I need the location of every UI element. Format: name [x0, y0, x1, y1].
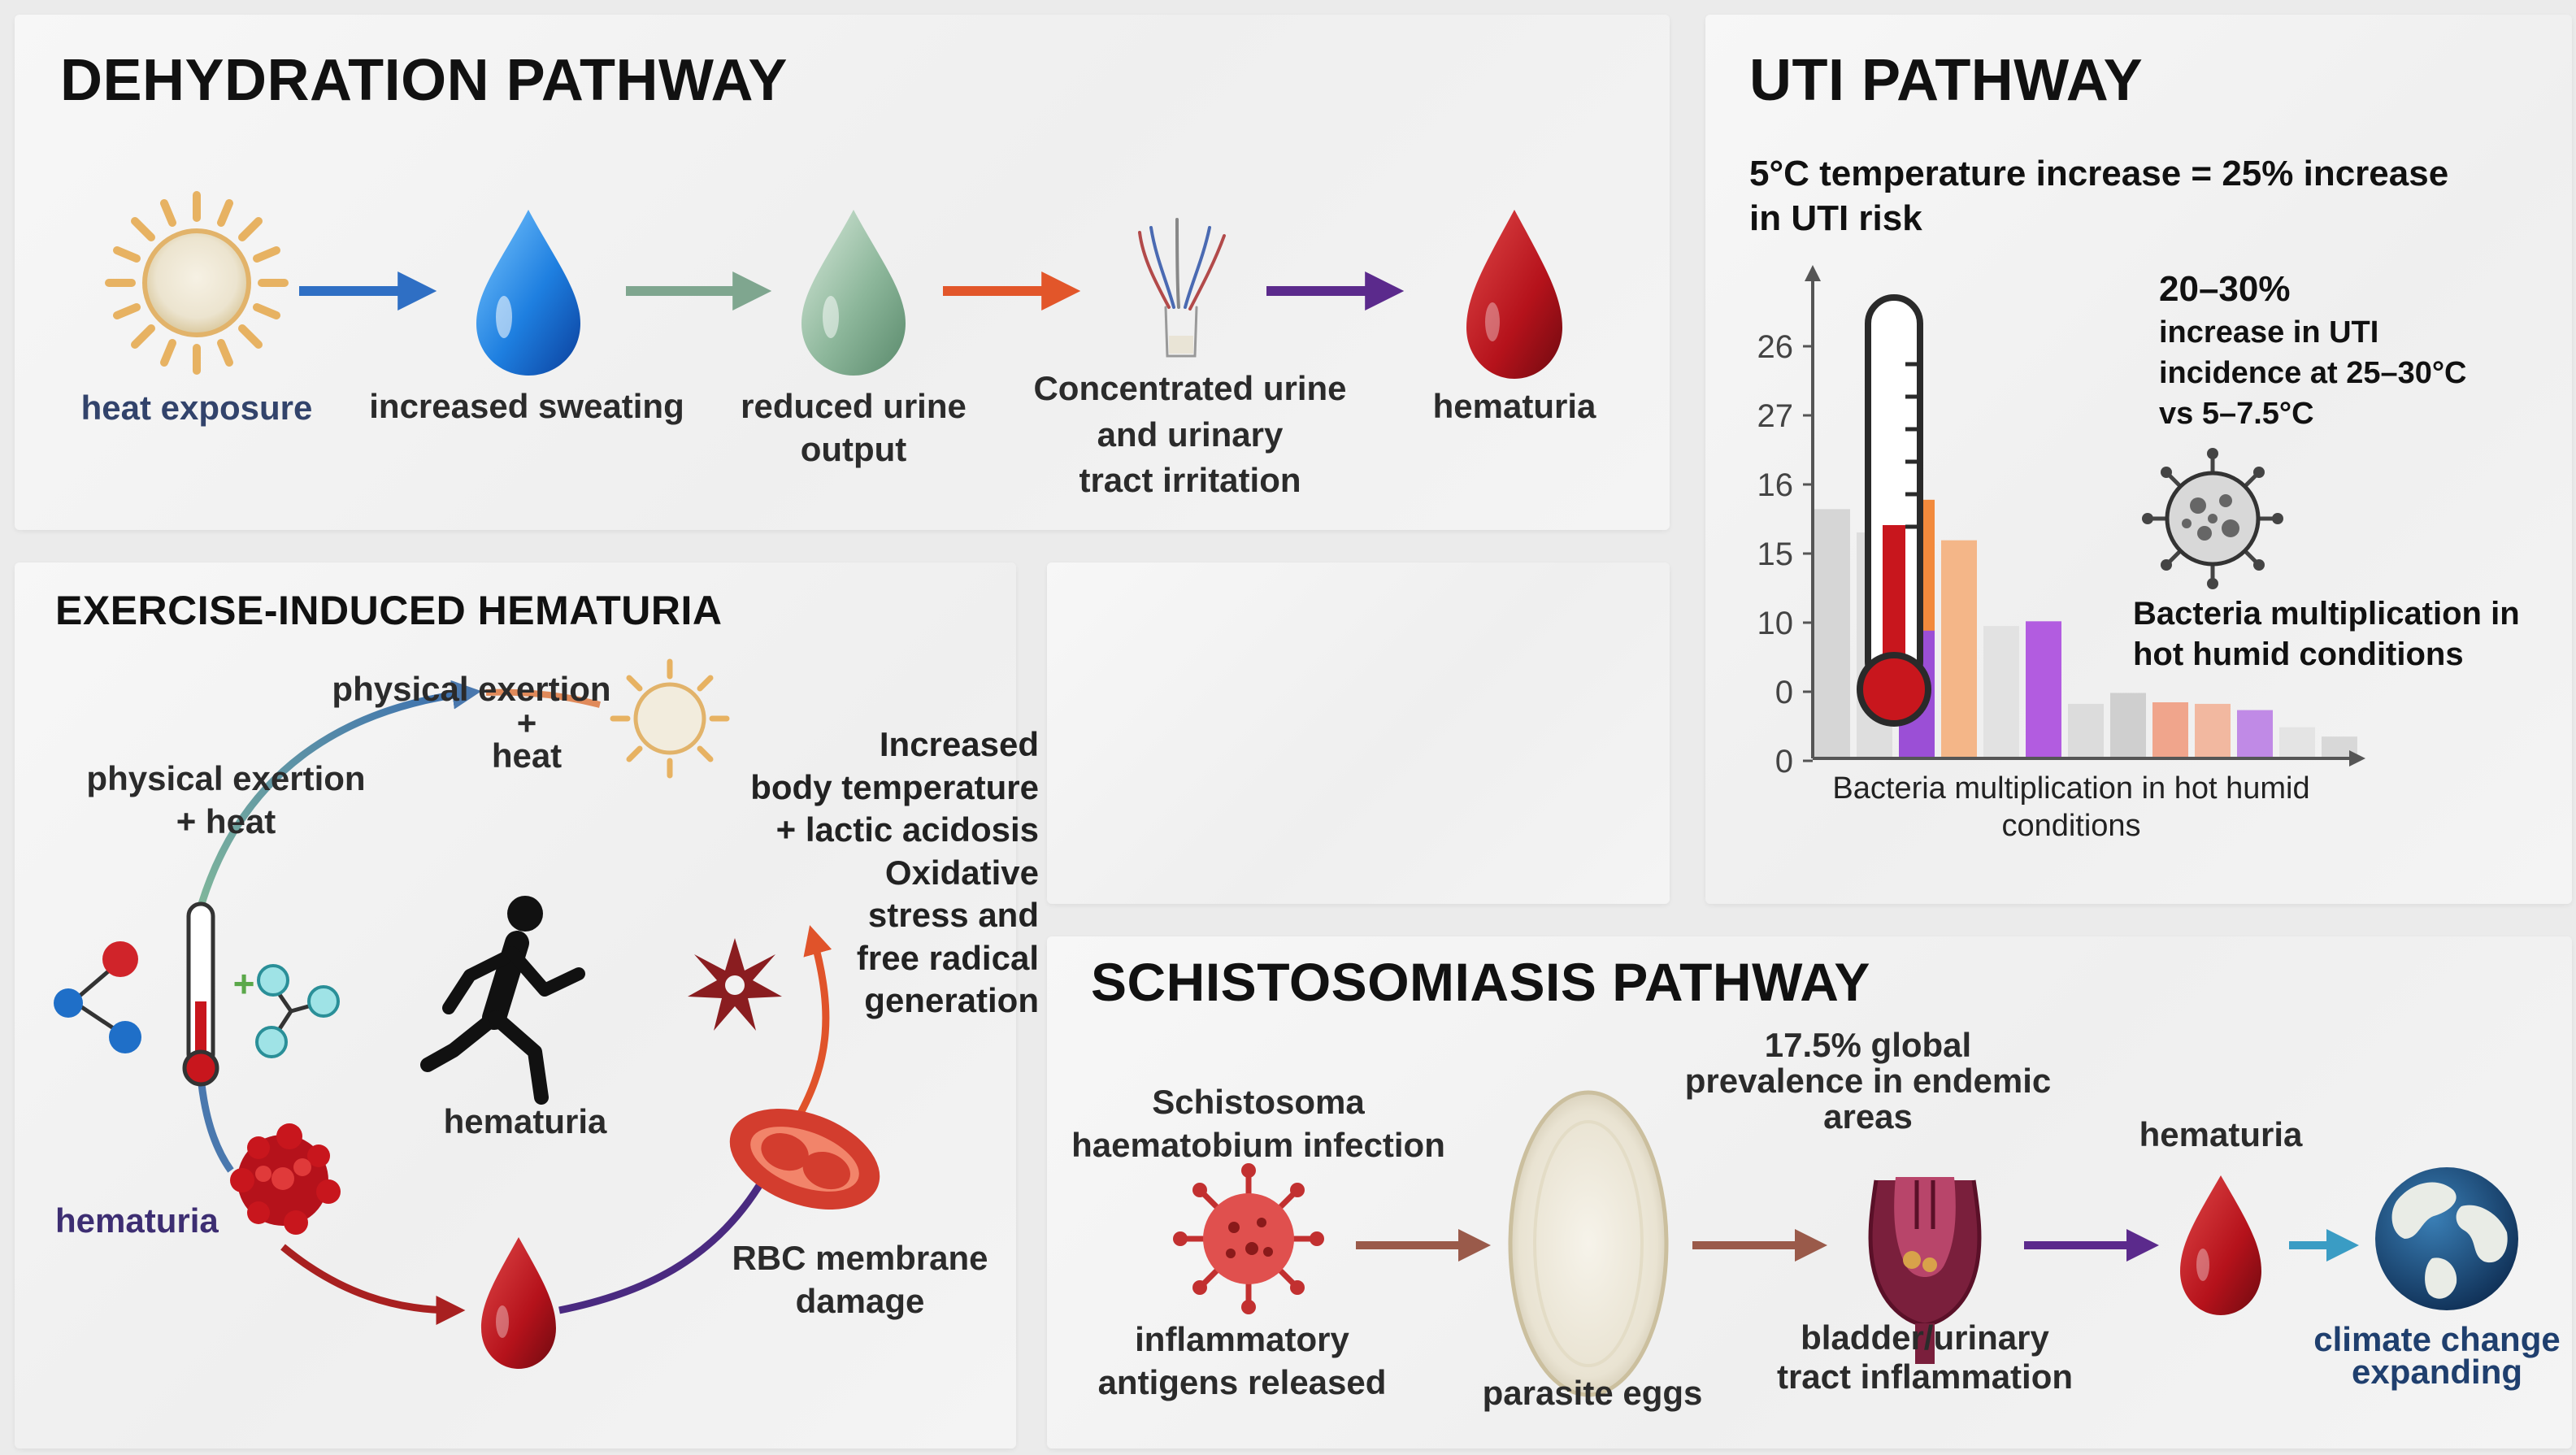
- uti-bar-10: [2237, 710, 2273, 758]
- blood-cells-cluster-icon: [230, 1123, 341, 1235]
- dehydration-panel: DEHYDRATION PATHWAY: [15, 15, 1670, 530]
- blue-drop-icon: [476, 210, 580, 376]
- uti-bar-8: [2152, 702, 2188, 758]
- label-plus: +: [232, 962, 255, 1005]
- step-increased-sweating: increased sweating: [369, 387, 684, 425]
- uti-stat-text: increase in UTI incidence at 25–30°C vs …: [2159, 315, 2467, 432]
- label-plus-heat-top: + heat: [491, 704, 563, 775]
- bacteria-icon: [2142, 448, 2283, 589]
- label-center-hematuria: hematuria: [443, 1102, 607, 1140]
- uti-tick-label-0: 26: [1757, 329, 1794, 365]
- molecule-icon-left: [54, 941, 141, 1053]
- oxidative-stress-icon: [688, 938, 782, 1031]
- bladder-icon: [1868, 1177, 1982, 1364]
- bacteria-caption: Bacteria multiplication in hot humid con…: [2133, 596, 2520, 672]
- uti-bar-6: [2068, 703, 2104, 758]
- cycle-arc-bottom-left: [280, 1244, 466, 1325]
- uti-bar-7: [2110, 693, 2146, 758]
- uti-stat-value: 20–30%: [2159, 269, 2291, 309]
- uti-bar-12: [2322, 736, 2357, 758]
- parasite-egg-icon: [1508, 1090, 1669, 1397]
- step-heat-exposure: heat exposure: [80, 389, 313, 427]
- uti-tick-label-4: 10: [1757, 606, 1794, 641]
- uti-bar-5: [2026, 621, 2061, 758]
- blood-drop-icon: [1466, 210, 1562, 379]
- uti-tick-label-3: 15: [1757, 536, 1794, 572]
- schisto-blood-drop-icon: [2180, 1175, 2261, 1315]
- globe-icon: [2375, 1167, 2518, 1310]
- blank-panel: [1047, 562, 1670, 904]
- step-concentrated-urine: Concentrated urine and urinary tract irr…: [1033, 369, 1347, 500]
- label-schisto-hematuria: hematuria: [2139, 1115, 2303, 1153]
- cycle-arc-top: [485, 688, 601, 708]
- label-rbc-damage: RBC membrane damage: [732, 1239, 988, 1320]
- label-body-temperature: Increased body temperature + lactic acid…: [750, 725, 1039, 1019]
- uti-panel: UTI PATHWAY 5°C temperature increase = 2…: [1705, 15, 2572, 904]
- uti-x-axis-label: Bacteria multiplication in hot humid con…: [1832, 771, 2310, 843]
- step-hematuria: hematuria: [1432, 387, 1596, 425]
- uti-tick-label-6: 0: [1775, 744, 1793, 780]
- label-exertion-top: physical exertion: [332, 670, 611, 708]
- cycle-arc-right: [792, 925, 832, 1126]
- exercise-panel: EXERCISE-INDUCED HEMATURIA: [15, 562, 1039, 1448]
- small-sun-icon: [610, 658, 730, 779]
- uti-chart: 26 27 16 15 10 0 0: [1757, 265, 2365, 780]
- runner-icon: [420, 896, 585, 1105]
- exercise-title: EXERCISE-INDUCED HEMATURIA: [55, 588, 723, 633]
- schisto-title: SCHISTOSOMIASIS PATHWAY: [1091, 952, 1870, 1012]
- label-bladder-inflammation: bladder/urinary tract inflammation: [1776, 1318, 2074, 1396]
- uti-bar-4: [1983, 626, 2019, 758]
- green-drop-icon: [801, 210, 906, 376]
- molecule-icon-right: [255, 964, 340, 1058]
- uti-title: UTI PATHWAY: [1749, 48, 2144, 113]
- cycle-arc-bottom-right: [558, 1178, 766, 1314]
- uti-bar-0: [1814, 509, 1850, 758]
- schisto-graphics: [1173, 1090, 2518, 1397]
- dehydration-title: DEHYDRATION PATHWAY: [60, 48, 788, 113]
- uti-headline: 5°C temperature increase = 25% increase …: [1749, 154, 2449, 238]
- exercise-blood-drop-icon: [481, 1237, 556, 1369]
- label-left-hematuria: hematuria: [55, 1201, 219, 1240]
- urinary-tract-icon: [1138, 218, 1226, 358]
- thermometer-icon: [1857, 294, 1931, 727]
- small-thermometer-icon: [182, 901, 219, 1087]
- label-global-prevalence: 17.5% global prevalence in endemic areas: [1684, 1026, 2052, 1136]
- dehydration-graphics: [105, 191, 1562, 379]
- label-parasite-eggs: parasite eggs: [1482, 1374, 1703, 1412]
- uti-bar-9: [2195, 703, 2231, 758]
- label-climate-change: climate change expanding: [2313, 1320, 2561, 1391]
- schistosoma-virus-icon: [1173, 1163, 1324, 1314]
- sun-icon: [105, 191, 289, 375]
- exercise-graphics: [54, 658, 880, 1369]
- cycle-arc-top-left: [198, 680, 482, 906]
- uti-y-ticks: 26 27 16 15 10 0 0: [1757, 329, 1813, 780]
- uti-tick-label-1: 27: [1757, 398, 1794, 434]
- schistosomiasis-panel: SCHISTOSOMIASIS PATHWAY: [1047, 936, 2572, 1448]
- uti-tick-label-2: 16: [1757, 467, 1794, 503]
- uti-tick-label-5: 0: [1775, 675, 1793, 710]
- label-exertion-left: physical exertion + heat: [86, 759, 366, 840]
- label-schistosoma-infection: Schistosoma haematobium infection: [1071, 1083, 1445, 1164]
- label-inflammatory-antigens: inflammatory antigens released: [1097, 1320, 1387, 1401]
- uti-bar-11: [2279, 727, 2315, 758]
- rbc-icon: [729, 1108, 880, 1210]
- uti-bar-3: [1941, 540, 1977, 758]
- step-reduced-urine: reduced urine output: [741, 387, 967, 468]
